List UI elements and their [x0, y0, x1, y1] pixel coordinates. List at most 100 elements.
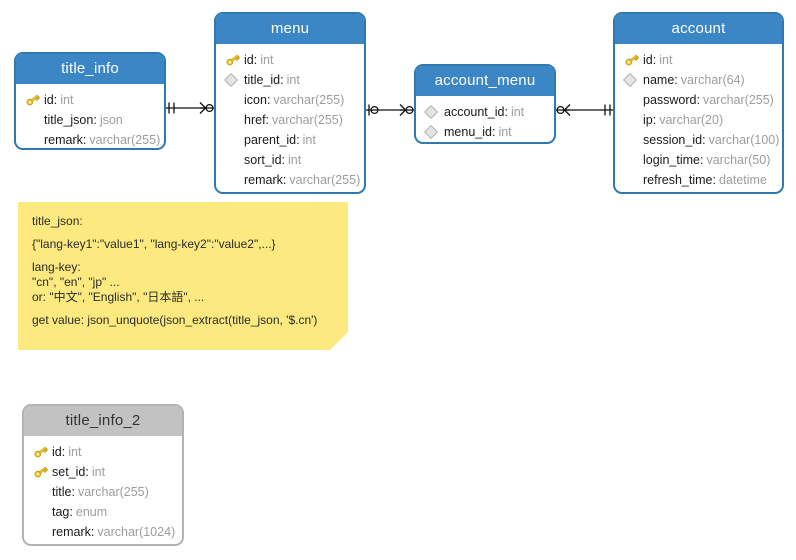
sticky-note-title_json-note[interactable]: title_json:{"lang-key1":"value1", "lang-… — [18, 202, 348, 350]
attribute-row[interactable]: account_id:int — [416, 102, 554, 122]
attribute-row[interactable]: login_time:varchar(50) — [615, 150, 782, 170]
attribute-type: int — [288, 153, 302, 167]
attribute-row[interactable]: name:varchar(64) — [615, 70, 782, 90]
attribute-row[interactable]: remark:varchar(255) — [216, 170, 364, 190]
attribute-separator: : — [702, 133, 706, 147]
attribute-icon-blank — [225, 133, 241, 147]
attribute-name: menu_id — [444, 125, 492, 139]
attribute-row[interactable]: parent_id:int — [216, 130, 364, 150]
attribute-separator: : — [652, 113, 657, 127]
attribute-name: tag — [52, 505, 70, 519]
attribute-separator: : — [282, 173, 287, 187]
attribute-name: title — [52, 485, 72, 499]
attribute-separator: : — [265, 113, 270, 127]
attribute-row[interactable]: set_id:int — [24, 462, 182, 482]
attribute-row[interactable]: menu_id:int — [416, 122, 554, 142]
attribute-name: set_id — [52, 465, 86, 479]
attribute-row[interactable]: id:int — [216, 50, 364, 70]
attribute-name: sort_id — [244, 153, 282, 167]
attribute-type: enum — [75, 505, 108, 519]
attribute-row[interactable]: id:int — [615, 50, 782, 70]
attribute-separator: : — [712, 173, 716, 187]
sticky-note-spacer — [32, 252, 334, 260]
attribute-name: id — [44, 93, 54, 107]
sticky-note-line: or: "中文", "English", "日本語", ... — [32, 290, 205, 304]
attribute-separator: : — [280, 73, 284, 87]
attribute-row[interactable]: refresh_time:datetime — [615, 170, 782, 190]
key-icon — [25, 93, 41, 107]
attribute-row[interactable]: sort_id:int — [216, 150, 364, 170]
attribute-separator: : — [253, 53, 258, 67]
entity-title-title_info_2: title_info_2 — [24, 406, 182, 436]
attribute-name: id — [52, 445, 62, 459]
relationship-connector-menu-account_menu[interactable] — [366, 100, 414, 120]
attribute-type: int — [91, 465, 106, 479]
attribute-icon-blank — [624, 113, 640, 127]
sticky-note-spacer — [32, 305, 334, 313]
sticky-note-line: get value: json_unquote(json_extract(tit… — [32, 313, 318, 327]
attribute-row[interactable]: remark:varchar(1024) — [24, 522, 182, 542]
attribute-row[interactable]: remark:varchar(255) — [16, 130, 164, 148]
key-icon — [225, 53, 241, 67]
attribute-separator: : — [90, 525, 95, 539]
attribute-type: int — [510, 105, 525, 119]
attribute-type: int — [260, 53, 274, 67]
attribute-row[interactable]: password:varchar(255) — [615, 90, 782, 110]
attribute-name: href — [244, 113, 266, 127]
attribute-icon-blank — [25, 113, 41, 127]
diamond-icon — [423, 124, 441, 140]
attribute-separator: : — [491, 125, 496, 139]
attribute-row[interactable]: id:int — [24, 442, 182, 462]
attribute-name: ip — [643, 113, 653, 127]
attribute-separator: : — [82, 133, 87, 147]
sticky-note-line: "cn", "en", "jp" ... — [32, 275, 120, 289]
attribute-type: int — [302, 133, 316, 147]
attribute-separator: : — [71, 485, 75, 499]
relationship-connector-title_info-menu[interactable] — [166, 98, 214, 118]
sticky-note-content: title_json:{"lang-key1":"value1", "lang-… — [18, 202, 348, 338]
attribute-row[interactable]: tag:enum — [24, 502, 182, 522]
attribute-name: icon — [244, 93, 267, 107]
attribute-type: int — [498, 125, 512, 139]
attribute-row[interactable]: title_id:int — [216, 70, 364, 90]
attribute-separator: : — [61, 445, 66, 459]
attribute-icon-blank — [624, 133, 640, 147]
attribute-name: remark — [244, 173, 283, 187]
attribute-type: varchar(50) — [706, 153, 771, 167]
attribute-type: int — [68, 445, 82, 459]
attribute-type: varchar(255) — [702, 93, 774, 107]
attribute-type: json — [99, 113, 123, 127]
attribute-row[interactable]: ip:varchar(20) — [615, 110, 782, 130]
attribute-icon-blank — [25, 133, 41, 147]
attribute-icon-blank — [624, 173, 640, 187]
attribute-row[interactable]: title_json:json — [16, 110, 164, 130]
attribute-row[interactable]: icon:varchar(255) — [216, 90, 364, 110]
attribute-type: varchar(255) — [273, 93, 345, 107]
attribute-type: varchar(64) — [680, 73, 745, 87]
attribute-icon-blank — [33, 505, 49, 519]
attribute-separator: : — [53, 93, 58, 107]
attribute-type: varchar(20) — [659, 113, 724, 127]
attribute-icon-blank — [225, 113, 241, 127]
attribute-row[interactable]: id:int — [16, 90, 164, 110]
attribute-icon-blank — [624, 93, 640, 107]
attribute-type: varchar(255) — [89, 133, 161, 147]
attribute-name: remark — [44, 133, 83, 147]
attribute-name: session_id — [643, 133, 703, 147]
attribute-row[interactable]: session_id:varchar(100) — [615, 130, 782, 150]
attribute-type: int — [659, 53, 673, 67]
relationship-connector-account_menu-account[interactable] — [556, 100, 613, 120]
entity-title-menu: menu — [216, 14, 364, 44]
attribute-row[interactable]: title:varchar(255) — [24, 482, 182, 502]
sticky-note-line: {"lang-key1":"value1", "lang-key2":"valu… — [32, 237, 276, 251]
attribute-type: datetime — [718, 173, 767, 187]
attribute-row[interactable]: href:varchar(255) — [216, 110, 364, 130]
attribute-icon-blank — [225, 153, 241, 167]
attribute-separator: : — [85, 465, 89, 479]
